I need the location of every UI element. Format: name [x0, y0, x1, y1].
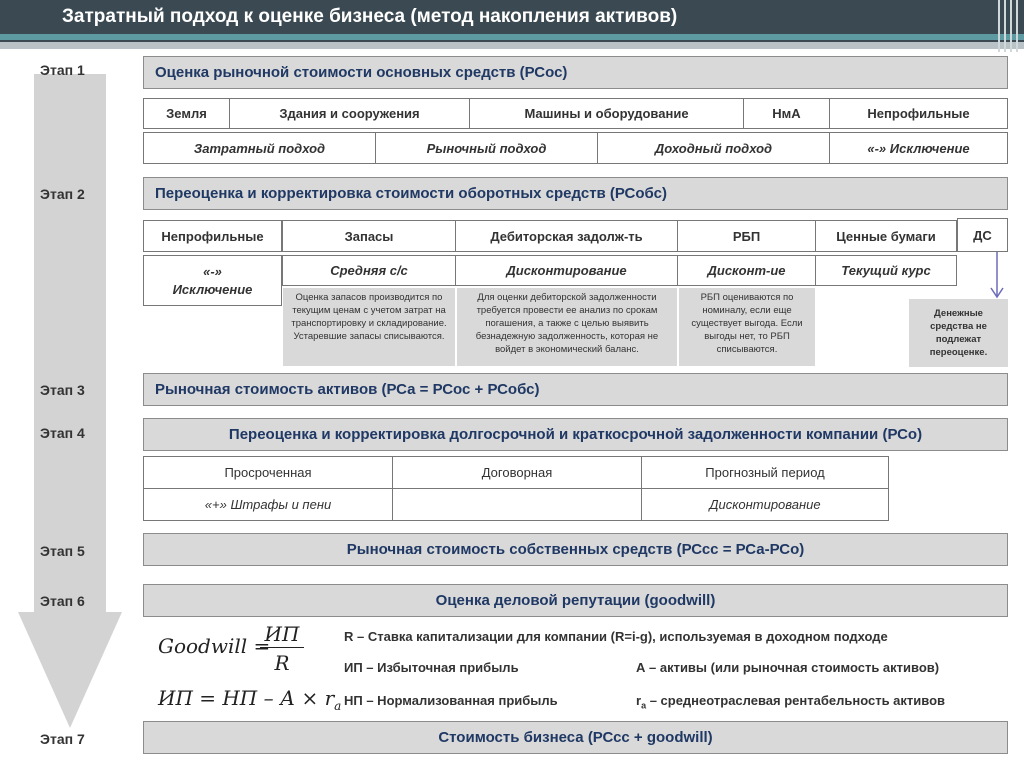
method-cell-income: Доходный подход — [597, 132, 830, 164]
step1-title-bar: Оценка рыночной стоимости основных средс… — [143, 56, 1008, 89]
stage-label-5: Этап 5 — [40, 543, 85, 559]
step2-title-bar: Переоценка и корректировка стоимости обо… — [143, 177, 1008, 210]
stage-label-3: Этап 3 — [40, 382, 85, 398]
debt-header-forecast: Прогнозный период — [641, 456, 889, 489]
note-receivables: Для оценки дебиторской задолженности тре… — [457, 288, 677, 366]
asset-cell-buildings: Здания и сооружения — [229, 98, 470, 129]
step4-title: Переоценка и корректировка долгосрочной … — [228, 426, 923, 443]
goodwill-formula-denominator: R — [274, 651, 290, 675]
step7-title-bar: Стоимость бизнеса (РСсс + goodwill) — [143, 721, 1008, 754]
note-deferred: РБП оцениваются по номиналу, если еще су… — [679, 288, 815, 366]
legend-ip: ИП – Избыточная прибыль — [344, 660, 519, 675]
step3-title: Рыночная стоимость активов (РСа = РСос +… — [155, 381, 540, 398]
legend-np: НП – Нормализованная прибыль — [344, 693, 558, 708]
exclusion-label: Исключение — [172, 281, 253, 297]
legend-a: А – активы (или рыночная стоимость актив… — [636, 660, 940, 675]
process-arrow-icon — [18, 74, 122, 728]
method-cell-current-rate: Текущий курс — [815, 255, 957, 286]
method-cell-exclusion: «-» Исключение — [829, 132, 1008, 164]
asset-cell-machinery: Машины и оборудование — [469, 98, 744, 129]
stage-label-4: Этап 4 — [40, 425, 85, 441]
step6-title: Оценка деловой репутации (goodwill) — [435, 592, 716, 609]
asset-cell-land: Земля — [143, 98, 230, 129]
legend-ra-prefix: r — [636, 693, 642, 708]
stage-label-2: Этап 2 — [40, 186, 85, 202]
step5-title-bar: Рыночная стоимость собственных средств (… — [143, 533, 1008, 566]
stage-label-7: Этап 7 — [40, 731, 85, 747]
goodwill-formula-numerator: ИП — [264, 622, 300, 646]
asset-cell-nonprofile: Непрофильные — [829, 98, 1008, 129]
excess-profit-formula: ИП = НП – А × ra — [158, 686, 341, 713]
method-cell-discounting: Дисконтирование — [455, 255, 678, 286]
step7-title: Стоимость бизнеса (РСсс + goodwill) — [438, 729, 713, 746]
item-cell-deferred: РБП — [677, 220, 816, 252]
item-cell-securities: Ценные бумаги — [815, 220, 957, 252]
method-cell-market: Рыночный подход — [375, 132, 598, 164]
debt-value-penalties: «+» Штрафы и пени — [143, 488, 393, 521]
step2-title: Переоценка и корректировка стоимости обо… — [155, 185, 667, 202]
legend-ra-sub: a — [641, 700, 647, 711]
excess-profit-formula-sub: a — [334, 699, 342, 713]
header-accent-band — [0, 34, 1024, 40]
goodwill-formula-left: Goodwill = — [158, 634, 271, 658]
item-cell-receivables: Дебиторская задолж-ть — [455, 220, 678, 252]
debt-header-contract: Договорная — [392, 456, 642, 489]
method-cell-discount: Дисконт-ие — [677, 255, 816, 286]
debt-value-discounting: Дисконтирование — [641, 488, 889, 521]
stage-label-1: Этап 1 — [40, 62, 85, 78]
step6-title-bar: Оценка деловой репутации (goodwill) — [143, 584, 1008, 617]
item-cell-cash: ДС — [957, 218, 1008, 252]
step4-title-bar: Переоценка и корректировка долгосрочной … — [143, 418, 1008, 451]
stage-label-6: Этап 6 — [40, 593, 85, 609]
step5-title: Рыночная стоимость собственных средств (… — [346, 541, 805, 558]
note-inventory: Оценка запасов производится по текущим ц… — [283, 288, 455, 366]
exclusion-cell: «-» Исключение — [143, 255, 282, 306]
goodwill-fraction-line — [260, 647, 304, 648]
debt-value-contract — [392, 488, 642, 521]
asset-cell-intangibles: НмА — [743, 98, 830, 129]
cash-arrow-icon — [990, 252, 1004, 299]
step1-title: Оценка рыночной стоимости основных средс… — [155, 64, 568, 81]
page-title: Затратный подход к оценке бизнеса (метод… — [62, 6, 678, 27]
method-cell-cost: Затратный подход — [143, 132, 376, 164]
exclusion-sign: «-» — [203, 263, 222, 279]
legend-ra: ra – среднеотраслевая рентабельность акт… — [636, 693, 945, 711]
item-cell-nonprofile: Непрофильные — [143, 220, 282, 252]
header-stripes — [996, 0, 1024, 52]
legend-ra-text: – среднеотраслевая рентабельность активо… — [646, 693, 946, 708]
legend-r: R – Ставка капитализации для компании (R… — [344, 629, 888, 644]
header-grey-band — [0, 42, 1024, 49]
debt-header-overdue: Просроченная — [143, 456, 393, 489]
excess-profit-formula-main: ИП = НП – А × r — [158, 686, 335, 710]
step3-title-bar: Рыночная стоимость активов (РСа = РСос +… — [143, 373, 1008, 406]
item-cell-inventory: Запасы — [282, 220, 456, 252]
note-cash: Денежные средства не подлежат переоценке… — [909, 299, 1008, 367]
method-cell-avg-cost: Средняя с/с — [282, 255, 456, 286]
